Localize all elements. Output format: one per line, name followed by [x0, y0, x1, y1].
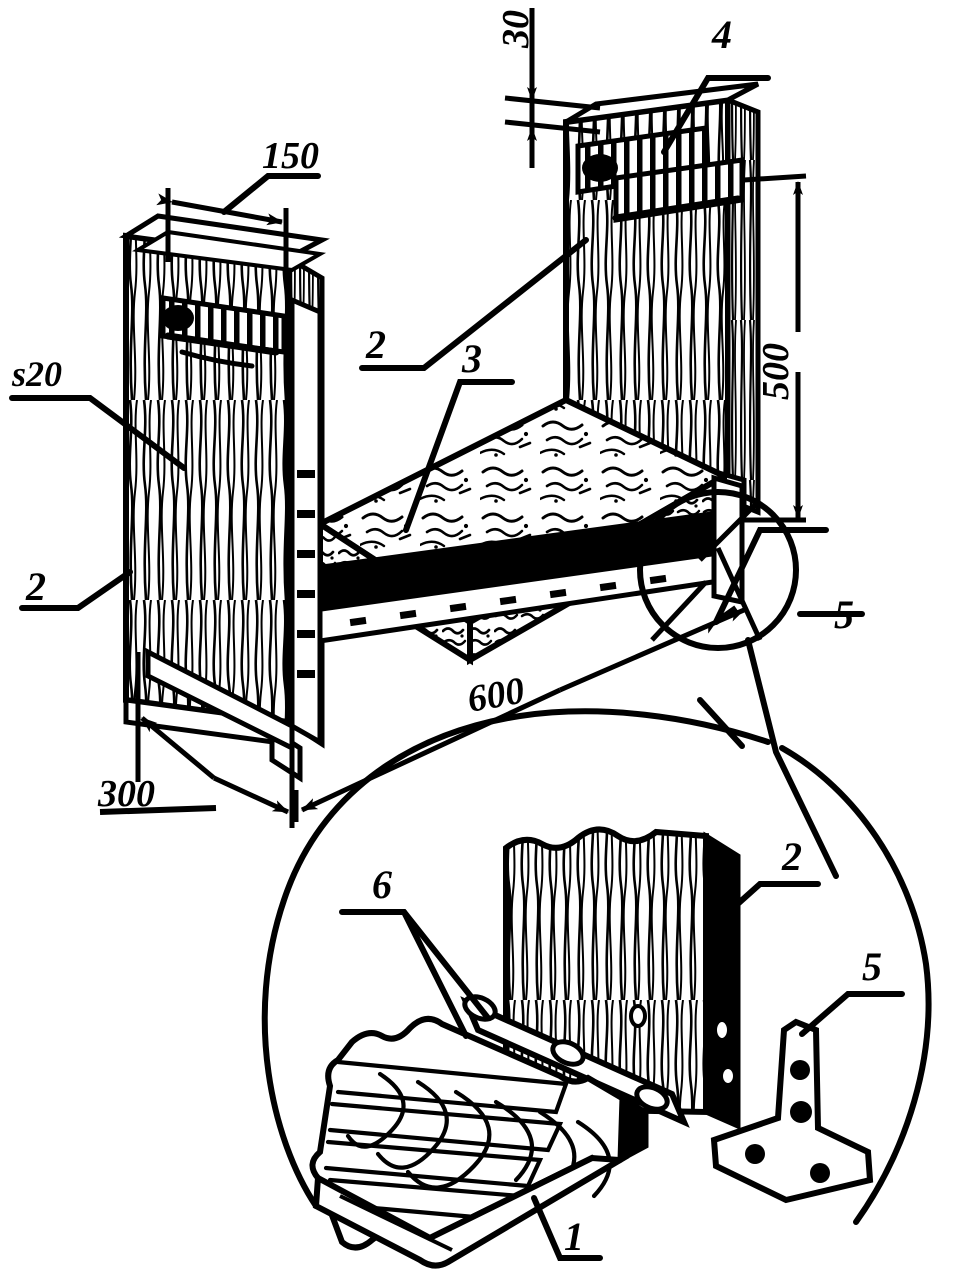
detail-rail-peg-2: [550, 1039, 586, 1067]
main-assembly-view: 150 30 4 500 2: [9, 8, 865, 828]
callout-2-detail: 2: [719, 834, 821, 921]
dimension-30: 30: [495, 8, 601, 168]
callout-5-detail: 5: [799, 944, 905, 1037]
left-inner-post: [289, 296, 323, 747]
detail-bracket-hole-3: [745, 1144, 765, 1164]
right-headboard-panel: [563, 81, 761, 534]
detail-dowel-hole-1: [629, 1004, 647, 1028]
detail-base-board-right-edge: [617, 1093, 649, 1165]
detail-circle-left-arc: [261, 708, 771, 1209]
callout-3-label: 3: [461, 336, 482, 381]
callout-4: 4: [661, 12, 771, 155]
detail-bracket-hole-4: [810, 1163, 830, 1183]
detail-side-rail-part6: [460, 994, 690, 1128]
callout-2-lower-left-label: 2: [25, 564, 46, 609]
callout-1-label: 1: [564, 1214, 584, 1259]
detail-rail-peg-3: [634, 1084, 670, 1112]
callout-3: 3: [403, 336, 515, 533]
bed-base-frame: [145, 296, 745, 753]
detail-base-board-part1: [309, 1015, 649, 1269]
callout-5-main-label: 5: [834, 592, 854, 637]
callout-2-lower-left: 2: [19, 564, 133, 611]
callout-6: 6: [339, 862, 491, 1039]
callout-2-detail-label: 2: [781, 834, 802, 879]
detail-circle-right-arc: [779, 745, 932, 1225]
detail-dowel-hole-2: [713, 1018, 731, 1042]
detail-enlargement: 6 2 5 1: [261, 637, 932, 1269]
callout-5-detail-label: 5: [862, 944, 882, 989]
right-headboard-top-edge: [564, 81, 760, 125]
dimension-300: 300: [97, 652, 295, 828]
dimension-150-label: 150: [262, 135, 319, 177]
callout-2-middle-label: 2: [365, 322, 386, 367]
dimension-600: 600: [293, 546, 763, 822]
label-s20-text: s20: [11, 354, 62, 394]
dimension-30-label: 30: [495, 10, 537, 49]
label-s20: s20: [9, 354, 187, 471]
callout-2-middle: 2: [359, 237, 589, 371]
left-headboard-top-rail: [132, 229, 327, 273]
left-headboard-handle-slot: [160, 295, 287, 369]
callout-1: 1: [531, 1195, 603, 1261]
detail-dowel-hole-3: [719, 1065, 737, 1087]
dimension-150: 150: [156, 135, 321, 282]
dimension-500-label: 500: [755, 343, 797, 400]
callout-4-label: 4: [711, 12, 732, 57]
base-perforations: [349, 574, 667, 627]
dimension-600-label: 600: [464, 670, 527, 721]
detail-indicator-circle: [637, 489, 799, 651]
callout-6-label: 6: [372, 862, 392, 907]
detail-bracket-hole-1: [790, 1060, 810, 1080]
detail-base-board-edge: [312, 1154, 630, 1269]
detail-bracket-hole-2: [790, 1101, 812, 1123]
callout-5-main: 5: [702, 527, 865, 637]
top-rail-part4: [612, 157, 745, 223]
dimension-300-label: 300: [97, 773, 155, 815]
